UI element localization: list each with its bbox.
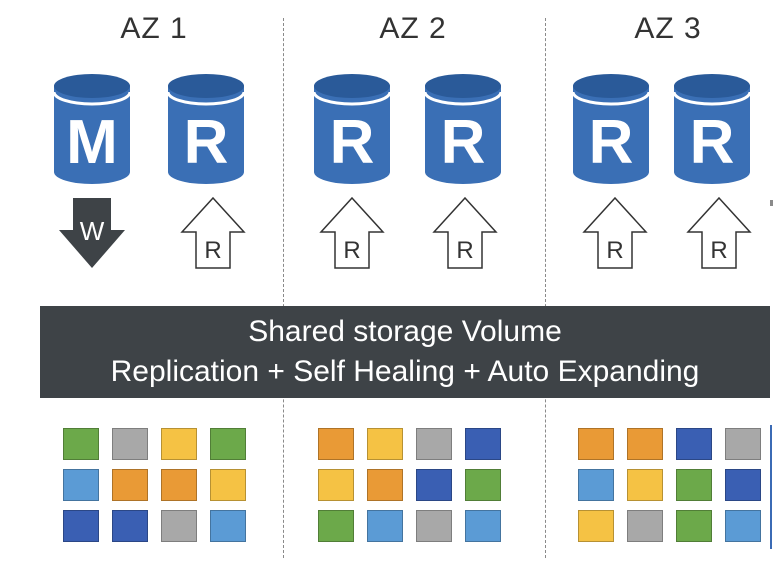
arrow-label: W [80, 216, 105, 246]
write-arrow-az1: W [59, 196, 125, 270]
storage-block [63, 510, 99, 542]
arrow-label: R [204, 237, 221, 264]
edge-accent-line [770, 425, 772, 549]
storage-block [161, 428, 197, 460]
db-letter: R [330, 108, 375, 177]
storage-block [465, 469, 501, 501]
storage-block [318, 469, 354, 501]
db-instance-az1-replica: R [166, 72, 246, 186]
storage-block [112, 510, 148, 542]
storage-block [367, 428, 403, 460]
read-arrow-az3-b: R [686, 196, 752, 270]
arrow-up-icon: R [180, 196, 246, 269]
read-arrow-az3-a: R [582, 196, 648, 270]
read-arrow-az1: R [180, 196, 246, 270]
banner-title: Shared storage Volume [248, 315, 562, 348]
arrow-label: R [456, 237, 473, 264]
database-cylinder-icon: R [166, 74, 246, 184]
storage-block [416, 469, 452, 501]
storage-block [725, 510, 761, 542]
db-letter: M [66, 108, 118, 177]
storage-blocks-az1 [63, 428, 246, 542]
db-letter: R [690, 108, 735, 177]
storage-block [63, 428, 99, 460]
storage-block [112, 469, 148, 501]
storage-block [578, 428, 614, 460]
storage-block [210, 510, 246, 542]
db-instance-az2-replica-a: R [312, 72, 392, 186]
db-letter: R [184, 108, 229, 177]
db-letter: R [589, 108, 634, 177]
database-cylinder-icon: R [312, 74, 392, 184]
db-instance-az2-replica-b: R [423, 72, 503, 186]
edge-mark [770, 200, 773, 206]
storage-block [627, 428, 663, 460]
storage-block [578, 469, 614, 501]
storage-block [725, 469, 761, 501]
storage-blocks-az2 [318, 428, 501, 542]
storage-block [367, 469, 403, 501]
storage-block [627, 510, 663, 542]
storage-blocks-az3 [578, 428, 761, 542]
storage-block [465, 510, 501, 542]
storage-block [161, 510, 197, 542]
arrow-down-icon: W [59, 198, 125, 268]
db-instance-az1-master: M [52, 72, 132, 186]
az-title-2: AZ 2 [379, 12, 447, 45]
az-title-3: AZ 3 [634, 12, 702, 45]
database-cylinder-icon: R [672, 74, 752, 184]
storage-block [627, 469, 663, 501]
arrow-label: R [606, 237, 623, 264]
shared-storage-banner: Shared storage Volume Replication + Self… [40, 306, 770, 398]
arrow-label: R [710, 237, 727, 264]
az-divider-1 [283, 18, 284, 558]
db-letter: R [441, 108, 486, 177]
storage-block [210, 469, 246, 501]
storage-block [367, 510, 403, 542]
az-divider-2 [545, 18, 546, 558]
arrow-up-icon: R [686, 196, 752, 269]
db-instance-az3-replica-a: R [571, 72, 651, 186]
database-cylinder-icon: R [423, 74, 503, 184]
storage-block [725, 428, 761, 460]
database-cylinder-icon: M [52, 74, 132, 184]
storage-block [465, 428, 501, 460]
banner-subtitle: Replication + Self Healing + Auto Expand… [110, 355, 700, 388]
storage-block [578, 510, 614, 542]
arrow-up-icon: R [319, 196, 385, 269]
arrow-up-icon: R [432, 196, 498, 269]
storage-block [676, 510, 712, 542]
storage-block [318, 510, 354, 542]
storage-block [63, 469, 99, 501]
read-arrow-az2-b: R [432, 196, 498, 270]
storage-block [210, 428, 246, 460]
database-cylinder-icon: R [571, 74, 651, 184]
read-arrow-az2-a: R [319, 196, 385, 270]
storage-block [416, 510, 452, 542]
storage-block [161, 469, 197, 501]
arrow-up-icon: R [582, 196, 648, 269]
db-instance-az3-replica-b: R [672, 72, 752, 186]
storage-block [112, 428, 148, 460]
arrow-label: R [343, 237, 360, 264]
storage-block [416, 428, 452, 460]
storage-block [676, 428, 712, 460]
storage-block [318, 428, 354, 460]
az-title-1: AZ 1 [120, 12, 188, 45]
storage-block [676, 469, 712, 501]
